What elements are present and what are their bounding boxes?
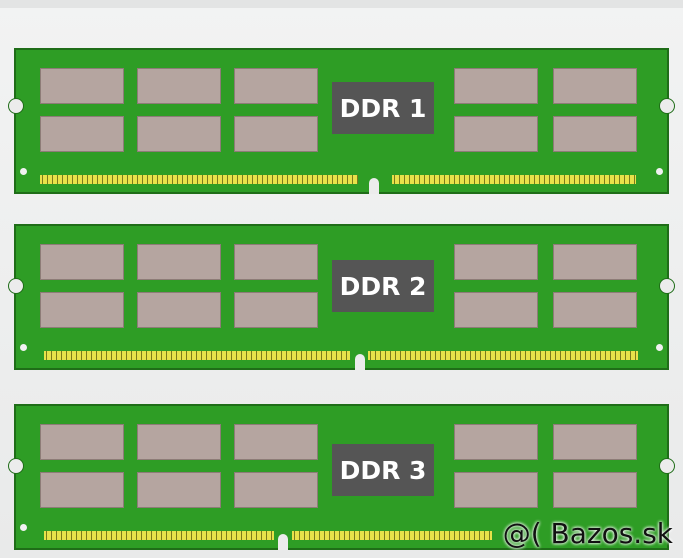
memory-chip (553, 472, 637, 508)
memory-chip (137, 116, 221, 152)
key-notch (355, 354, 365, 370)
memory-chip (234, 292, 318, 328)
top-strip (0, 0, 683, 8)
gold-contacts (40, 175, 358, 184)
ram-module-ddr1: DDR 1 (8, 48, 675, 194)
memory-chip (553, 116, 637, 152)
module-label: DDR 1 (332, 82, 434, 134)
side-notch (659, 278, 675, 294)
side-notch (8, 278, 24, 294)
gold-contacts (368, 351, 638, 360)
module-label: DDR 2 (332, 260, 434, 312)
memory-chip (137, 292, 221, 328)
memory-chip (40, 472, 124, 508)
gold-contacts (392, 175, 636, 184)
memory-chip (553, 424, 637, 460)
mount-hole (656, 168, 663, 175)
memory-chip (454, 292, 538, 328)
memory-chip (40, 424, 124, 460)
memory-chip (454, 472, 538, 508)
module-label: DDR 3 (332, 444, 434, 496)
memory-chip (137, 244, 221, 280)
memory-chip (553, 68, 637, 104)
key-notch (278, 534, 288, 550)
memory-chip (454, 68, 538, 104)
memory-chip (137, 68, 221, 104)
side-notch (8, 98, 24, 114)
memory-chip (234, 68, 318, 104)
key-notch (369, 178, 379, 194)
gold-contacts (44, 351, 350, 360)
memory-chip (40, 244, 124, 280)
gold-contacts (44, 531, 274, 540)
memory-chip (137, 424, 221, 460)
memory-chip (234, 244, 318, 280)
mount-hole (20, 168, 27, 175)
memory-chip (454, 424, 538, 460)
memory-chip (137, 472, 221, 508)
memory-chip (553, 244, 637, 280)
mount-hole (20, 524, 27, 531)
ram-module-ddr3: DDR 3 (8, 404, 675, 550)
ram-module-ddr2: DDR 2 (8, 224, 675, 370)
memory-chip (454, 244, 538, 280)
memory-chip (40, 292, 124, 328)
memory-chip (234, 116, 318, 152)
side-notch (8, 458, 24, 474)
mount-hole (656, 344, 663, 351)
side-notch (659, 458, 675, 474)
memory-chip (454, 116, 538, 152)
memory-chip (40, 68, 124, 104)
memory-chip (40, 116, 124, 152)
memory-chip (234, 472, 318, 508)
memory-chip (553, 292, 637, 328)
memory-chip (234, 424, 318, 460)
gold-contacts (292, 531, 492, 540)
mount-hole (20, 344, 27, 351)
side-notch (659, 98, 675, 114)
watermark: @( Bazos.sk (502, 517, 673, 550)
